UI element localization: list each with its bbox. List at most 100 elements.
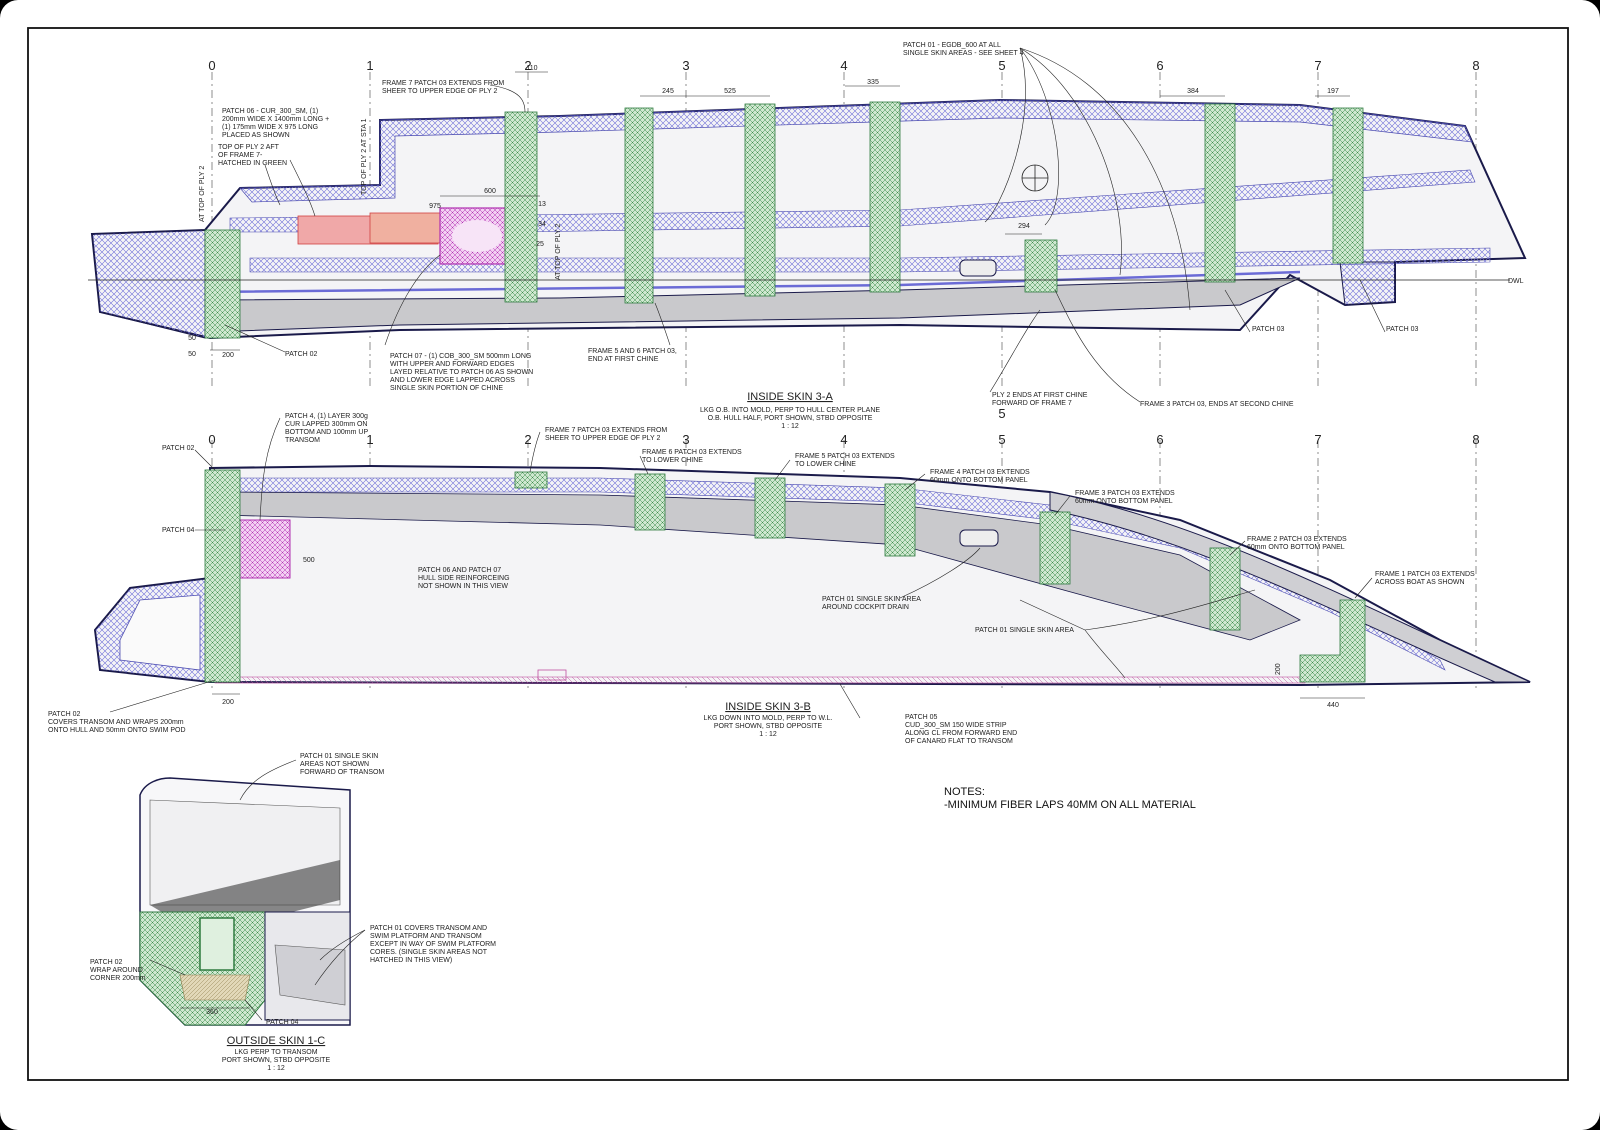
station-label-b-0: 0 [208, 432, 215, 447]
label-b-patch0607-line-1: PATCH 06 AND PATCH 07 [418, 567, 501, 574]
dim-a-0: 110 [526, 65, 537, 72]
dim-b-3: 440 [1327, 702, 1339, 709]
label-a-vertical-1: AT TOP OF PLY 2 [199, 166, 206, 222]
label-a-patch06-line-3: (1) 175mm WIDE X 975 LONG [222, 124, 318, 131]
label-a-patch01-line-2: SINGLE SKIN AREAS - SEE SHEET 4 [903, 50, 1024, 57]
label-a-patch03-2: PATCH 03 [1386, 326, 1419, 333]
label-c-single-line-2: AREAS NOT SHOWN [300, 761, 369, 768]
label-a-patch07-line-3: LAYED RELATIVE TO PATCH 06 AS SHOWN [390, 369, 533, 376]
label-b-patch4-line-3: BOTTOM AND 100mm UP [285, 429, 368, 436]
label-a-topply-line-3: HATCHED IN GREEN [218, 160, 287, 167]
label-b-patch05-line-4: OF CANARD FLAT TO TRANSOM [905, 738, 1013, 745]
view-1c-title: OUTSIDE SKIN 1-C [227, 1035, 325, 1047]
label-b-frame6-line-2: TO LOWER CHINE [642, 457, 703, 464]
view-3a-scale: 1 : 12 [781, 423, 799, 430]
station-label-a-2: 2 [524, 58, 531, 73]
label-c-patch02-line-3: CORNER 200mm [90, 975, 146, 982]
view-3b-subtitle-2: PORT SHOWN, STBD OPPOSITE [714, 723, 823, 730]
station-label-b-4: 4 [840, 432, 847, 447]
station-label-a-4: 4 [840, 58, 847, 73]
label-a-frame7-line-2: SHEER TO UPPER EDGE OF PLY 2 [382, 88, 498, 95]
view-1c-subtitle-1: LKG PERP TO TRANSOM [234, 1049, 317, 1056]
station-label-a-6: 6 [1156, 58, 1163, 73]
station-label-b-8: 8 [1472, 432, 1479, 447]
view-1c-scale: 1 : 12 [267, 1065, 285, 1072]
label-b-patch05-line-1: PATCH 05 [905, 714, 938, 721]
dim-a-10: 25 [536, 241, 544, 248]
label-a-vertical-3: AT TOP OF PLY 2 [555, 224, 562, 280]
station-label-a-1: 1 [366, 58, 373, 73]
dim-a-2: 525 [724, 88, 736, 95]
view-3b-subtitle-1: LKG DOWN INTO MOLD, PERP TO W.L. [703, 715, 832, 722]
label-a-patch01-line-1: PATCH 01 - EGDB_600 AT ALL [903, 42, 1001, 49]
label-a-dwl: DWL [1508, 278, 1524, 285]
view-3b-hull [93, 464, 1531, 687]
view-3a-subtitle-2: O.B. HULL HALF, PORT SHOWN, STBD OPPOSIT… [708, 415, 873, 422]
label-b-patch04: PATCH 04 [162, 527, 195, 534]
label-c-single-line-1: PATCH 01 SINGLE SKIN [300, 753, 378, 760]
station-label-a-8: 8 [1472, 58, 1479, 73]
label-c-covers-line-1: PATCH 01 COVERS TRANSOM AND [370, 925, 487, 932]
view-3b-title: INSIDE SKIN 3-B [725, 701, 811, 713]
label-a-vertical-2: TOP OF PLY 2 AT STA 1 [361, 118, 368, 195]
label-b-frame6-line-1: FRAME 6 PATCH 03 EXTENDS [642, 449, 742, 456]
label-b-frame1-line-2: ACROSS BOAT AS SHOWN [1375, 579, 1465, 586]
label-c-single-line-3: FORWARD OF TRANSOM [300, 769, 384, 776]
view-1c-leaders [149, 759, 366, 1021]
view-3b-leaders [109, 417, 1373, 719]
dim-a-3: 335 [867, 79, 879, 86]
station-label-b-3: 3 [682, 432, 689, 447]
label-a-topply-line-1: TOP OF PLY 2 AFT [218, 144, 280, 151]
label-c-covers-line-5: HATCHED IN THIS VIEW) [370, 957, 452, 964]
label-b-patch0607-line-3: NOT SHOWN IN THIS VIEW [418, 583, 508, 590]
label-b-frame7-line-2: SHEER TO UPPER EDGE OF PLY 2 [545, 435, 661, 442]
station-label-b-2: 2 [524, 432, 531, 447]
label-b-frame2-line-2: 60mm ONTO BOTTOM PANEL [1247, 544, 1345, 551]
label-c-covers-line-4: CORES. (SINGLE SKIN AREAS NOT [370, 949, 488, 956]
label-a-frame7-line-1: FRAME 7 PATCH 03 EXTENDS FROM [382, 80, 504, 87]
view-1c [139, 777, 351, 1026]
dim-b-1: 200 [222, 699, 234, 706]
label-a-patch07-line-1: PATCH 07 - (1) COB_300_SM 500mm LONG [390, 353, 531, 360]
dim-a-13: 50 [188, 351, 196, 358]
label-a-patch06-line-4: PLACED AS SHOWN [222, 132, 290, 139]
dim-a-14: 200 [222, 352, 234, 359]
label-b-patch05-line-2: CUD_300_SM 150 WIDE STRIP [905, 722, 1007, 729]
label-b-patch02: PATCH 02 [162, 445, 195, 452]
station-label-a-5: 5 [998, 58, 1005, 73]
label-b-drain-line-1: PATCH 01 SINGLE SKIN AREA [822, 596, 921, 603]
label-a-frame56-line-1: FRAME 5 AND 6 PATCH 03, [588, 348, 677, 355]
station-label-a-3: 3 [682, 58, 689, 73]
dim-a-7: 975 [429, 203, 441, 210]
view-3b-scale: 1 : 12 [759, 731, 777, 738]
notes-title: NOTES: [944, 786, 985, 798]
label-a-patch02: PATCH 02 [285, 351, 318, 358]
view-3a-hull [88, 98, 1527, 340]
dimension-lines [210, 71, 1365, 699]
station-label-b-1: 1 [366, 432, 373, 447]
station-label-a-7: 7 [1314, 58, 1321, 73]
label-c-covers-line-3: EXCEPT IN WAY OF SWIM PLATFORM [370, 941, 496, 948]
sheet-border [27, 27, 1569, 1081]
dim-a-1: 245 [662, 88, 674, 95]
label-c-patch02-line-2: WRAP AROUND [90, 967, 143, 974]
label-a-patch07-line-4: AND LOWER EDGE LAPPED ACROSS [390, 377, 515, 384]
label-b-frame5-line-1: FRAME 5 PATCH 03 EXTENDS [795, 453, 895, 460]
label-a-patch06-line-1: PATCH 06 - CUR_300_SM, (1) [222, 108, 318, 115]
label-a-topply-line-2: OF FRAME 7- [218, 152, 263, 159]
label-b-frame3-line-2: 60mm ONTO BOTTOM PANEL [1075, 498, 1173, 505]
dim-b-2: 200 [1275, 663, 1282, 675]
label-b-patch05-line-3: ALONG CL FROM FORWARD END [905, 730, 1017, 737]
label-a-patch07-line-2: WITH UPPER AND FORWARD EDGES [390, 361, 515, 368]
label-a-patch07-line-5: SINGLE SKIN PORTION OF CHINE [390, 385, 503, 392]
station-label-b-6: 6 [1156, 432, 1163, 447]
label-b-frame1-line-1: FRAME 1 PATCH 03 EXTENDS [1375, 571, 1475, 578]
view-3a-leaders [224, 47, 1386, 403]
label-a-frame3: FRAME 3 PATCH 03, ENDS AT SECOND CHINE [1140, 401, 1294, 408]
label-c-patch04: PATCH 04 [266, 1019, 299, 1026]
label-b-frame4-line-1: FRAME 4 PATCH 03 EXTENDS [930, 469, 1030, 476]
label-b-frame4-line-2: 60mm ONTO BOTTOM PANEL [930, 477, 1028, 484]
label-b-frame3-line-1: FRAME 3 PATCH 03 EXTENDS [1075, 490, 1175, 497]
